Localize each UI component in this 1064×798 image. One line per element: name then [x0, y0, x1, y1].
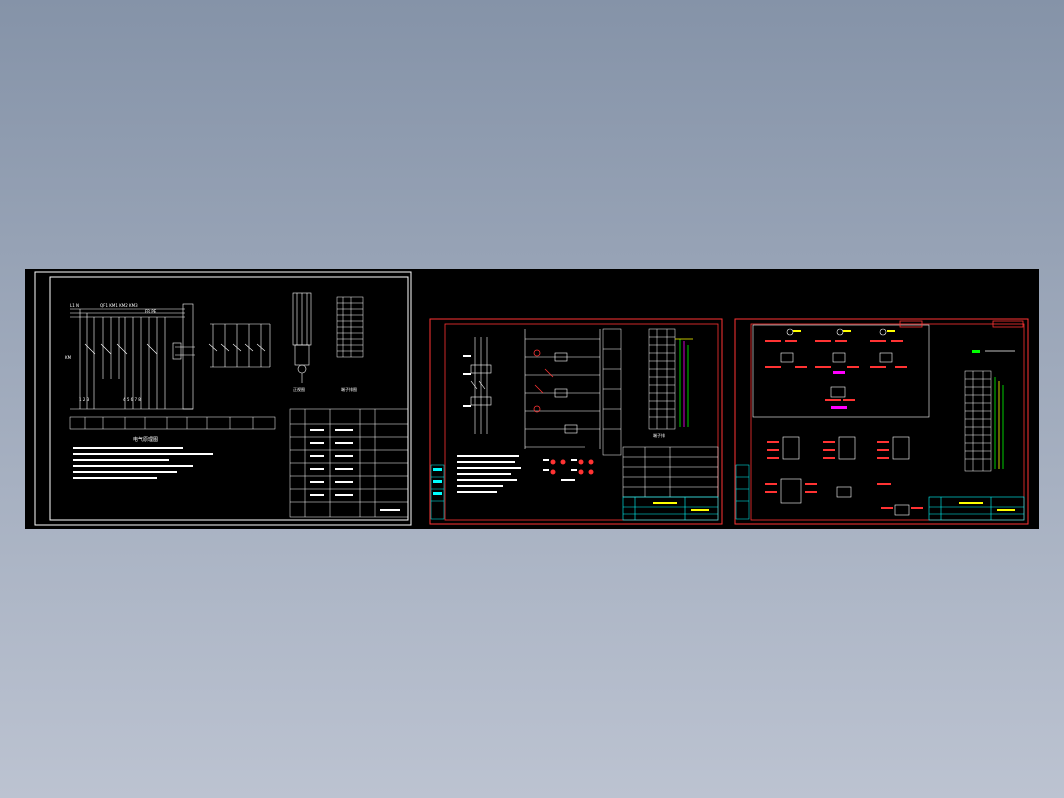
sheet-2-notes [457, 455, 521, 493]
sheet-3-relay-labels [765, 441, 923, 509]
sheet-2-bom [622, 446, 719, 498]
starter-column [470, 337, 492, 434]
svg-text:FR PE: FR PE [145, 309, 157, 314]
sheet-3-outer-frame [734, 318, 1029, 525]
schematic-caption: 电气原理图 [133, 436, 158, 443]
sheet-3 [734, 318, 1029, 525]
sheet-3-terminal-table [964, 370, 992, 472]
main-circuit [70, 303, 195, 410]
notes-block [73, 447, 213, 479]
sheet-3-revision-strip [735, 464, 750, 520]
signal-lamps [550, 459, 594, 475]
control-contacts [208, 323, 271, 368]
sheet-2-outer-frame [429, 318, 723, 525]
sheet-2-terminal-table [648, 328, 676, 430]
sheet-2-table-caption: 端子排 [653, 432, 665, 438]
sheet-3-wiring [985, 350, 1015, 469]
parts-table [289, 408, 409, 518]
svg-text:QF1 KM1 KM2 KM3: QF1 KM1 KM2 KM3 [100, 303, 138, 308]
cad-drawing: L1 N QF1 KM1 KM2 KM3 FR PE KM 1 2 3 4 5 … [34, 271, 1029, 526]
function-strip [69, 416, 276, 430]
sheet-3-inner-frame [750, 323, 1025, 521]
sheet-1: L1 N QF1 KM1 KM2 KM3 FR PE KM 1 2 3 4 5 … [34, 271, 412, 526]
sheet-3-title-block [928, 496, 1025, 521]
main-circuit-labels: L1 N QF1 KM1 KM2 KM3 FR PE KM 1 2 3 4 5 … [65, 303, 157, 402]
sheet-1-inner-frame [49, 276, 409, 521]
panel-caption: 端子排图 [341, 386, 357, 392]
drawing-canvas[interactable]: L1 N QF1 KM1 KM2 KM3 FR PE KM 1 2 3 4 5 … [25, 269, 1039, 529]
sheet-2-revision-strip [430, 464, 445, 520]
sheet-3-relay-modules [780, 436, 910, 516]
sheet-3-components-top [780, 328, 893, 398]
front-caption: 正视图 [293, 386, 305, 392]
svg-text:KM: KM [65, 355, 72, 360]
svg-text:4 5 6 7 8: 4 5 6 7 8 [123, 397, 141, 402]
svg-text:L1 N: L1 N [70, 303, 79, 308]
sheet-3-badge-2 [992, 320, 1024, 328]
sheet-2-title-block [622, 496, 719, 521]
sheet-3-detail-box [752, 324, 930, 418]
control-ladder [524, 329, 601, 449]
sheet-2-inner-frame [444, 323, 719, 521]
parts-table-cells [310, 429, 400, 511]
sheet-3-badge-1 [899, 320, 923, 328]
motor-component [292, 292, 312, 383]
terminal-strip [336, 296, 364, 358]
sheet-3-red-labels [765, 340, 907, 401]
sheet-2-wiring [675, 338, 693, 427]
svg-text:1 2 3: 1 2 3 [79, 397, 90, 402]
control-ladder-red [533, 349, 554, 413]
sheet-2: 端子排 [429, 318, 723, 525]
sheet-2-legend [602, 328, 622, 456]
sheet-1-outer-frame [34, 271, 412, 526]
